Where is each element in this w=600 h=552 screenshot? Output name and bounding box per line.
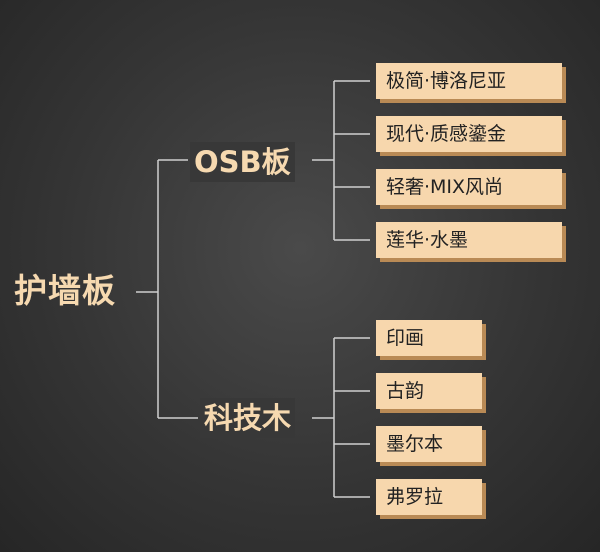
branch-node-tech-wood: 科技木 <box>200 398 296 438</box>
leaf-label: 轻奢·MIX风尚 <box>386 176 504 198</box>
leaf-node-tech-1: 印画 <box>376 320 482 356</box>
leaf-label: 现代·质感鎏金 <box>386 123 507 145</box>
leaf-label: 莲华·水墨 <box>386 229 469 251</box>
leaf-node-tech-4: 弗罗拉 <box>376 479 482 515</box>
leaf-label: 墨尔本 <box>386 433 444 455</box>
leaf-node-osb-3: 轻奢·MIX风尚 <box>376 169 562 205</box>
leaf-node-osb-4: 莲华·水墨 <box>376 222 562 258</box>
leaf-label: 极简·博洛尼亚 <box>386 70 507 92</box>
leaf-node-osb-2: 现代·质感鎏金 <box>376 116 562 152</box>
leaf-label: 弗罗拉 <box>386 486 444 508</box>
branch-node-osb: OSB板 <box>190 142 295 182</box>
root-node: 护墙板 <box>14 271 116 310</box>
leaf-label: 印画 <box>386 327 425 349</box>
leaf-node-osb-1: 极简·博洛尼亚 <box>376 63 562 99</box>
leaf-node-tech-2: 古韵 <box>376 373 482 409</box>
leaf-label: 古韵 <box>386 380 425 402</box>
leaf-node-tech-3: 墨尔本 <box>376 426 482 462</box>
